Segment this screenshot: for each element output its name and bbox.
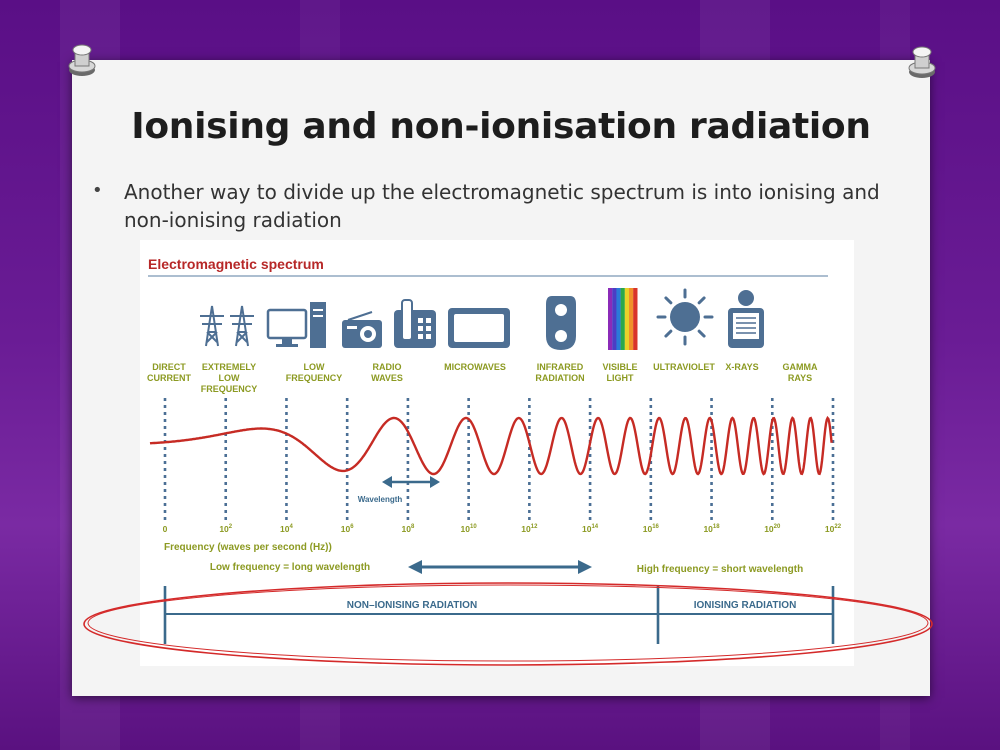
slide-card: Ionising and non-ionisation radiation • … bbox=[72, 60, 930, 696]
telephone-icon bbox=[394, 299, 436, 348]
sun-icon bbox=[656, 288, 714, 346]
frequency-tick-label: 1022 bbox=[825, 524, 842, 534]
band-label: X-RAYS bbox=[725, 362, 758, 372]
frequency-tick-label: 1014 bbox=[582, 524, 599, 534]
pushpin-icon bbox=[908, 46, 936, 78]
power-pylon-icon bbox=[200, 305, 254, 347]
em-wave bbox=[149, 415, 833, 476]
figure-title: Electromagnetic spectrum bbox=[148, 256, 324, 272]
band-icons bbox=[200, 288, 764, 350]
frequency-tick-label: 1010 bbox=[461, 524, 478, 534]
wavelength-arrow-head bbox=[430, 476, 440, 488]
frequency-tick-label: 102 bbox=[219, 524, 232, 534]
frequency-tick-label: 108 bbox=[402, 524, 415, 534]
band-label: ULTRAVIOLET bbox=[653, 362, 715, 372]
radio-icon bbox=[342, 311, 382, 348]
wavelength-arrow-head bbox=[382, 476, 392, 488]
frequency-axis-label: Frequency (waves per second (Hz)) bbox=[164, 542, 332, 553]
non-ionising-label: NON–IONISING RADIATION bbox=[347, 600, 477, 611]
band-label: MICROWAVES bbox=[444, 362, 506, 372]
microwave-oven-icon bbox=[448, 308, 510, 348]
em-spectrum-figure: 0 102 104 106 108 1010 1012 1014 1016 1018 1020 102… bbox=[140, 240, 854, 666]
bullet-marker: • bbox=[92, 180, 103, 201]
wavelength-label: Wavelength bbox=[358, 495, 403, 504]
frequency-tick-label: 0 bbox=[163, 524, 168, 534]
ionising-label: IONISING RADIATION bbox=[694, 600, 797, 611]
frequency-tick-label: 106 bbox=[341, 524, 354, 534]
slide-title: Ionising and non-ionisation radiation bbox=[131, 106, 871, 147]
bullet-text: Another way to divide up the electromagn… bbox=[124, 180, 880, 232]
high-frequency-label: High frequency = short wavelength bbox=[637, 564, 803, 575]
frequency-tick-label: 1016 bbox=[643, 524, 660, 534]
remote-control-icon bbox=[546, 296, 576, 350]
frequency-tick-label: 1020 bbox=[764, 524, 781, 534]
pushpin-icon bbox=[68, 44, 96, 76]
frequency-arrow-head bbox=[578, 560, 592, 574]
frequency-tick-label: 1012 bbox=[521, 524, 538, 534]
spectrum-diagram: 0 102 104 106 108 1010 1012 1014 1016 1018 1020 102… bbox=[147, 275, 842, 644]
frequency-tick-label: 104 bbox=[280, 524, 293, 534]
frequency-tick-label: 1018 bbox=[703, 524, 720, 534]
xray-person-icon bbox=[728, 290, 764, 348]
computer-icon bbox=[266, 302, 326, 348]
rainbow-icon bbox=[608, 288, 638, 350]
low-frequency-label: Low frequency = long wavelength bbox=[210, 562, 370, 573]
frequency-arrow-head bbox=[408, 560, 422, 574]
